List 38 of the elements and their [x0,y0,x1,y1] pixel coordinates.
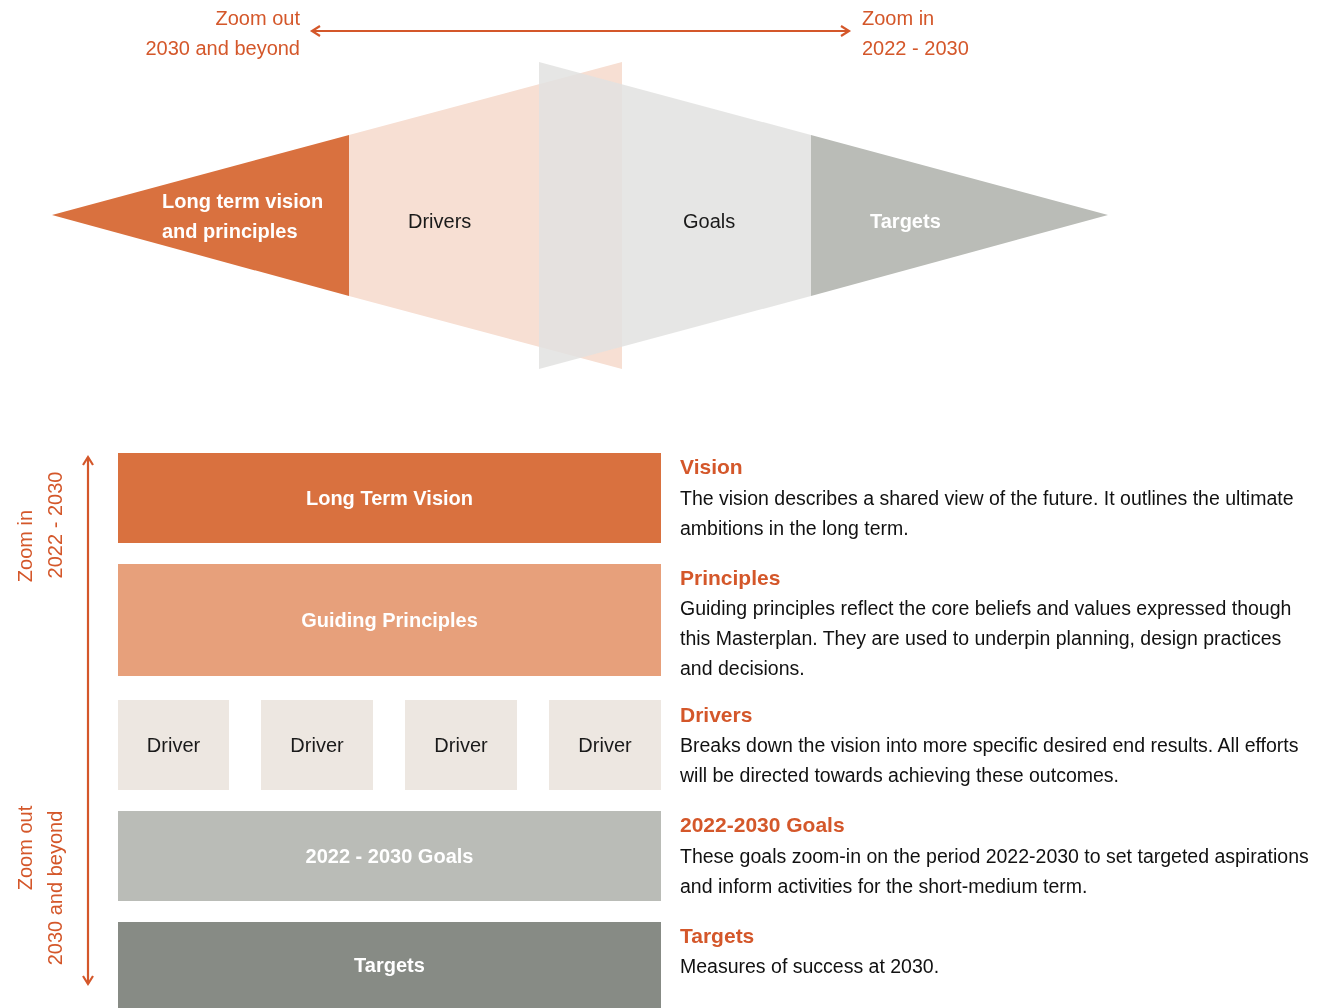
level-bar [118,922,661,1008]
level-label: Driver [434,733,488,757]
level-bar [118,453,661,543]
stage-label: Drivers [408,209,473,234]
driver-tile [261,700,373,790]
driver-tile [549,700,661,790]
level-label: Guiding Principles [301,608,478,632]
section-heading: Vision [680,454,744,480]
section-description: These goals zoom-in on the period 2022-2030 to set targeted aspirations and inform activities for the short-medium term. [680,844,1310,899]
section-heading: Drivers [680,702,754,728]
axis-label: Zoom out [13,805,37,891]
stage-label: Targets [870,209,942,234]
level-label: Targets [354,953,425,977]
section-heading: 2022-2030 Goals [680,812,846,838]
section-description: Measures of success at 2030. [680,954,941,979]
axis-label: 2030 and beyond [43,810,67,966]
level-bar [118,564,661,676]
level-label: Driver [146,733,201,757]
section-description: Guiding principles reflect the core beliefs and values expressed though this Masterplan. They are used to underpin planning, design practices and decisions. [680,596,1293,681]
level-label: 2022 - 2030 Goals [305,844,474,868]
stage-label: Goals [683,209,737,234]
level-label: Driver [290,733,344,757]
axis-label: 2030 and beyond [145,36,300,61]
section-heading: Principles [680,565,782,591]
level-label: Driver [578,733,632,757]
axis-label: 2022 - 2030 [862,36,969,61]
stage-label: Long term vision and principles [162,189,325,244]
level-bar [118,811,661,901]
section-description: The vision describes a shared view of the future. It outlines the ultimate ambitions in the long term. [680,486,1295,541]
driver-tile [118,700,229,790]
level-label: Long Term Vision [305,486,474,510]
section-heading: Targets [680,923,756,949]
axis-label: Zoom in [862,6,935,31]
driver-tile [405,700,517,790]
section-description: Breaks down the vision into more specific desired end results. All efforts will be directed towards achieving these outcomes. [680,733,1300,788]
axis-label: Zoom out [215,6,300,31]
axis-label: 2022 - 2030 [43,471,67,579]
axis-label: Zoom in [13,509,37,583]
